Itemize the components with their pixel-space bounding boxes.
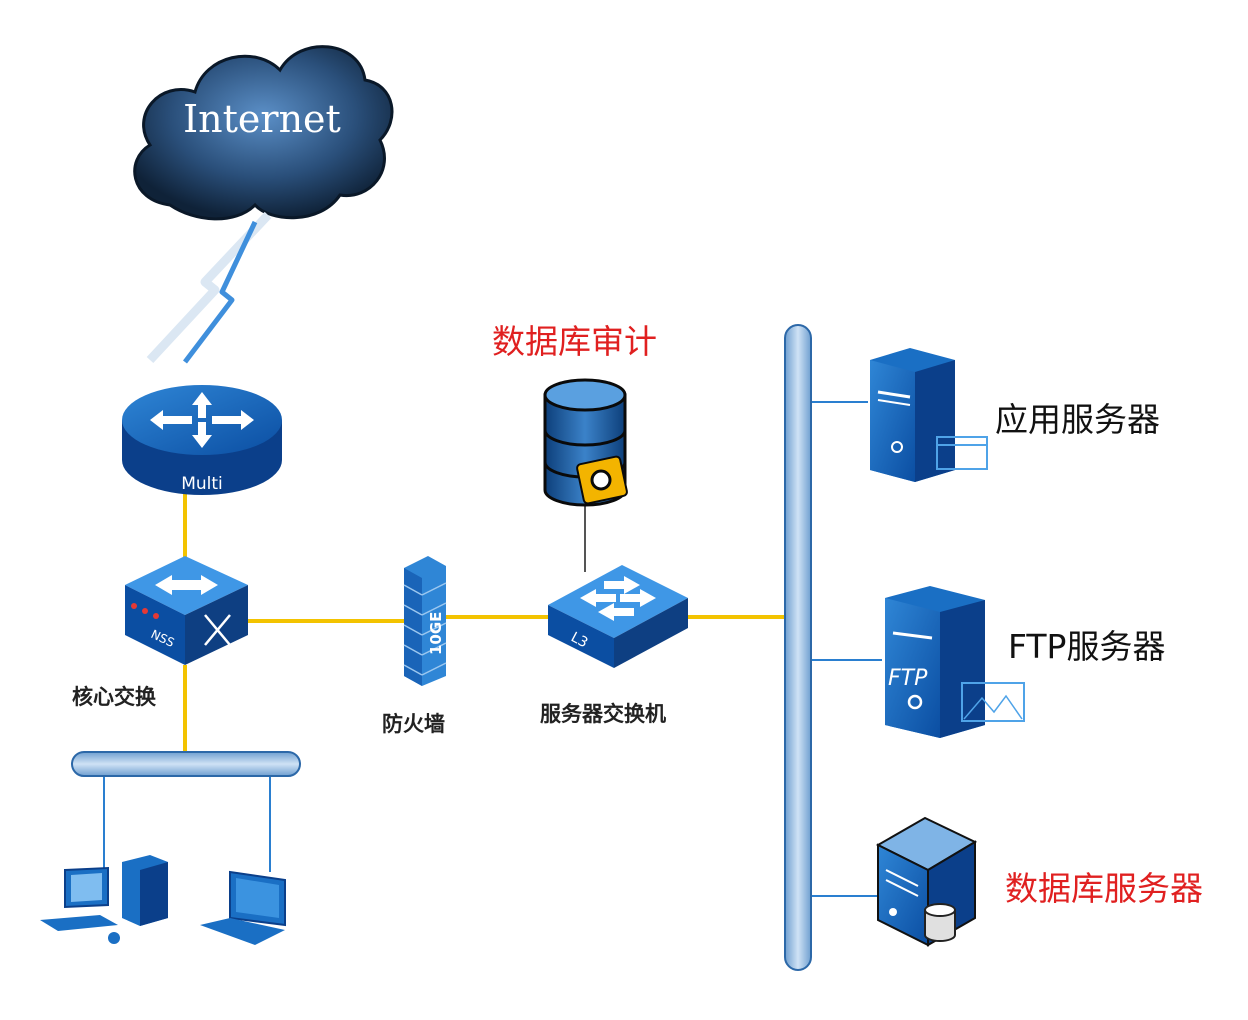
laptop-icon [200,870,286,945]
lan-bus [71,751,301,777]
server-switch-label: 服务器交换机 [540,702,666,726]
internet-label: Internet [183,97,341,141]
server-switch-badge: L3 [568,629,590,651]
app-server-label: 应用服务器 [995,400,1160,439]
firewall-icon: 10GE [403,556,447,686]
desktop-pc-icon [40,855,168,944]
router-icon: Multi [122,385,282,495]
server-switch-icon: L3 [548,565,688,668]
ftp-server-label: FTP服务器 [1008,627,1166,666]
database-server-label: 数据库服务器 [1005,869,1203,908]
links [103,401,882,897]
server-bus [784,324,812,971]
ftp-server-badge: FTP [888,666,928,691]
app-server-icon [870,348,988,482]
router-label: Multi [181,474,223,494]
lightning-bolt-icon [146,211,272,364]
core-switch-icon: NSS [125,556,248,665]
database-server-icon [875,816,978,947]
internet-cloud-icon: Internet [133,45,394,221]
firewall-badge: 10GE [427,612,445,655]
core-switch-label: 核心交换 [72,685,156,709]
database-audit-label: 数据库审计 [492,322,657,361]
database-audit-icon [543,378,628,507]
ftp-server-icon: FTP [885,586,1025,738]
firewall-label: 防火墙 [382,712,445,736]
